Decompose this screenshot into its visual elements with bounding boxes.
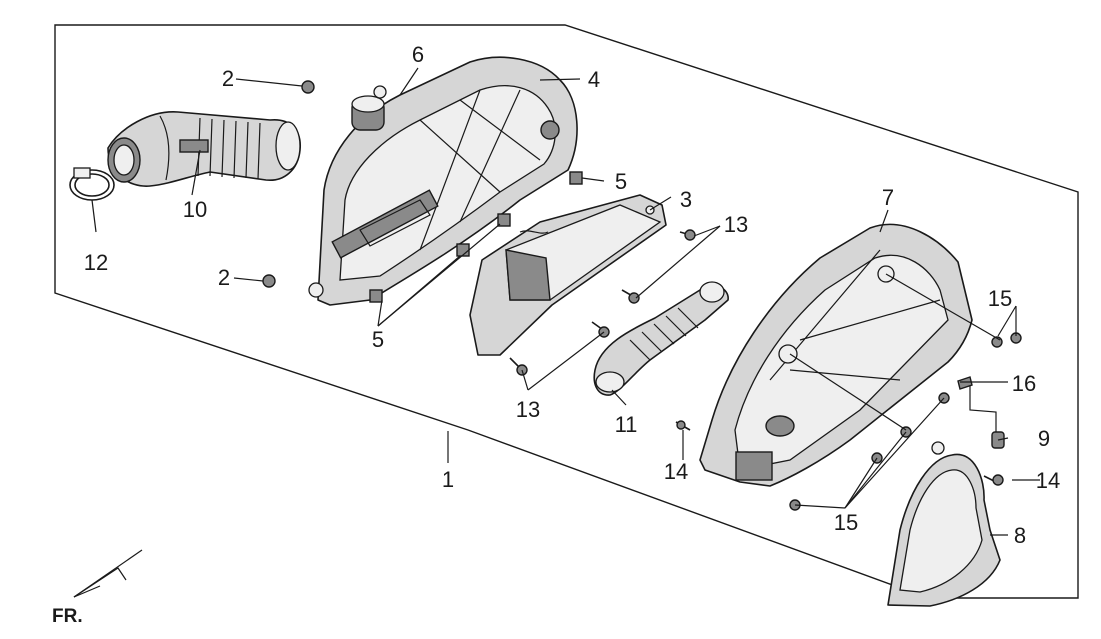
front-direction-label: FR.	[52, 606, 83, 627]
callout-10: 10	[183, 197, 207, 222]
callout-6: 6	[412, 42, 424, 67]
filter-cover-part	[887, 441, 1001, 607]
filter-element-part	[469, 194, 667, 356]
leader-lines	[91, 67, 1040, 536]
assembly-boundary	[54, 24, 1079, 599]
callout-7: 7	[882, 185, 894, 210]
callout-11: 11	[615, 412, 638, 437]
callout-12: 12	[84, 250, 108, 275]
hose-clamp-part	[69, 167, 115, 201]
front-direction-arrow	[73, 549, 143, 598]
intake-duct-part	[107, 111, 301, 187]
callout-3: 3	[680, 187, 692, 212]
callout-14-right: 14	[1036, 468, 1060, 493]
callout-5-right: 5	[615, 169, 627, 194]
screw-part-14	[675, 420, 1004, 486]
callout-16: 16	[1012, 371, 1036, 396]
screw-part-13	[509, 229, 696, 376]
screw-part-2-top	[301, 80, 315, 94]
callout-9: 9	[1038, 426, 1050, 451]
callout-13-upper: 13	[724, 212, 748, 237]
callout-2-bottom: 2	[218, 265, 230, 290]
air-cleaner-cover-part	[699, 223, 973, 487]
screw-part-2-bottom	[262, 274, 276, 288]
connecting-tube-part	[593, 281, 729, 396]
callout-8: 8	[1014, 523, 1026, 548]
callout-13-lower: 13	[516, 397, 540, 422]
callout-4: 4	[588, 67, 600, 92]
callout-2-top: 2	[222, 66, 234, 91]
callout-15-upper: 15	[988, 286, 1012, 311]
callout-15-lower: 15	[834, 510, 858, 535]
callout-5-bottom: 5	[372, 327, 384, 352]
air-cleaner-case-part	[308, 56, 578, 306]
callout-14-left: 14	[664, 459, 688, 484]
cap-part-16	[957, 376, 973, 390]
callout-1: 1	[442, 467, 454, 492]
